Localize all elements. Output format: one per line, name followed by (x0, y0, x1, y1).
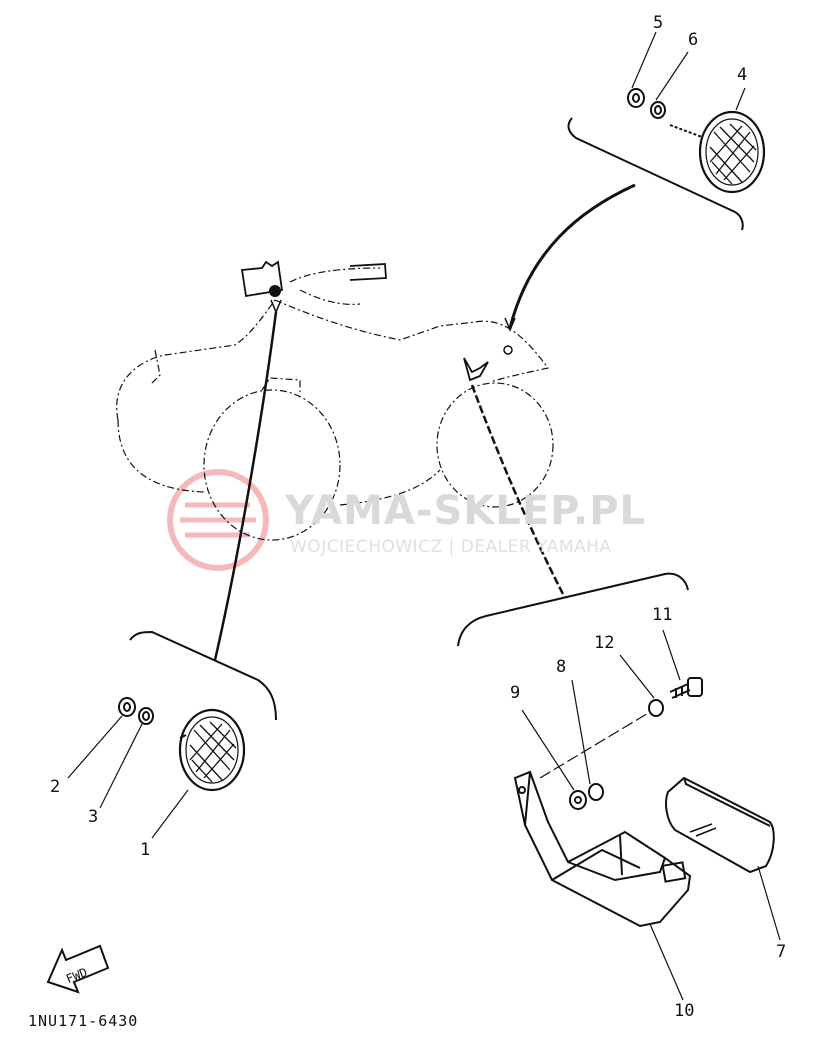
front-mount-point (269, 285, 281, 297)
rear-bracket (513, 770, 692, 928)
callout-9: 9 (510, 683, 520, 703)
bracket-screw (669, 677, 703, 699)
leader-lines (213, 183, 636, 661)
detail-panels (129, 117, 744, 721)
fwd-arrow-icon: FWD (46, 944, 110, 994)
callout-7: 7 (776, 942, 786, 962)
atv-outline (116, 267, 554, 541)
callout-leaders (67, 31, 781, 1001)
callout-8: 8 (556, 657, 566, 677)
watermark-title: YAMA-SKLEP.PL (285, 488, 647, 534)
callout-11: 11 (652, 605, 672, 625)
bracket-washer (588, 783, 604, 801)
rear-mount-point (503, 345, 513, 355)
front-nut (118, 697, 136, 717)
front-washer (138, 707, 154, 725)
side-nut (627, 88, 645, 108)
bracket-spring-washer (648, 699, 664, 717)
callout-4: 4 (737, 65, 747, 85)
handlebar (240, 260, 387, 298)
callout-2: 2 (50, 777, 60, 797)
side-washer (650, 101, 666, 119)
bracket-nut (569, 790, 587, 810)
side-reflector (669, 110, 766, 194)
callout-10: 10 (674, 1001, 694, 1021)
rear-reflector (665, 776, 775, 874)
callout-1: 1 (140, 840, 150, 860)
watermark-logo (167, 469, 269, 571)
callout-6: 6 (688, 30, 698, 50)
watermark-subtitle: WOJCIECHOWICZ | DEALER YAMAHA (290, 537, 612, 557)
callout-12: 12 (594, 633, 614, 653)
assembly-axis (539, 711, 651, 779)
rear-bracket-mount (463, 357, 489, 382)
diagram-code: 1NU171-6430 (28, 1012, 139, 1030)
front-reflector (178, 708, 246, 792)
callout-3: 3 (88, 807, 98, 827)
callout-5: 5 (653, 13, 663, 33)
